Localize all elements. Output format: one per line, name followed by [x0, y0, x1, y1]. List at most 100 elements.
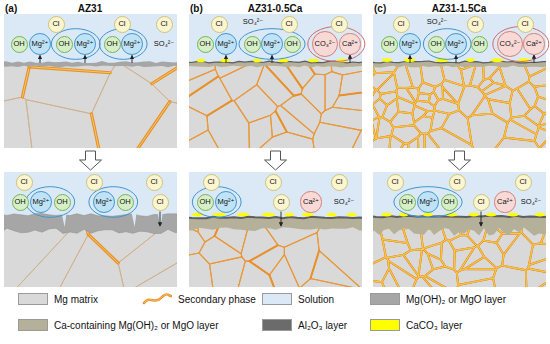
grain-boundary	[4, 228, 84, 287]
ion-label: Mg²⁺	[218, 40, 235, 48]
ion-circle: Cl	[265, 174, 282, 191]
solution	[373, 14, 546, 148]
ion-circle: Cl	[331, 16, 348, 33]
legend-text: Mg matrix	[54, 294, 98, 305]
secondary-phase-core	[382, 269, 407, 287]
ion-label: Mg²⁺	[420, 198, 437, 206]
dissolution-arrow	[410, 55, 411, 63]
ion-label: Cl	[335, 178, 342, 186]
legend-text: Ca-containing Mg(OH)₂ or MgO layer	[54, 320, 219, 331]
grain-boundary	[269, 255, 299, 287]
ion-circle: Cl	[517, 16, 534, 33]
ion-circle: Mg²⁺	[29, 33, 51, 55]
ion-circle: Mg²⁺	[30, 191, 52, 213]
grain-boundary	[535, 97, 546, 114]
secondary-phase-core	[414, 116, 432, 134]
grain-boundary	[264, 64, 302, 96]
grain-boundary	[189, 253, 217, 287]
dissolution-arrow	[350, 55, 351, 63]
dissolution-arrow	[534, 55, 535, 63]
caco3-deposit	[535, 213, 546, 217]
secondary-phase-core	[391, 125, 420, 143]
grain-boundary	[510, 116, 539, 134]
secondary-phase-core	[535, 97, 546, 114]
ion-label: Cl	[335, 20, 342, 28]
panel-letter: (c)	[374, 3, 386, 14]
legend-swatch	[262, 319, 292, 331]
secondary-phase	[310, 251, 319, 279]
secondary-phase-core	[529, 243, 546, 265]
ion-circle: OH	[11, 36, 28, 53]
grain-boundary	[189, 226, 205, 261]
caco3-deposit	[197, 59, 205, 63]
ion-label: OH	[199, 198, 210, 206]
grain-boundary	[424, 134, 462, 148]
secondary-phase-core	[497, 233, 520, 254]
secondary-phase-core	[472, 96, 493, 115]
secondary-phase-core	[441, 240, 455, 270]
secondary-phase	[22, 67, 29, 97]
secondary-phase-core	[479, 137, 546, 148]
dissolution-arrow	[272, 55, 273, 63]
grain-boundary	[241, 226, 278, 261]
legend-item: Al₂O₃ layer	[262, 319, 347, 331]
grain-boundary	[441, 240, 455, 270]
ion-circle: Cl	[281, 16, 298, 33]
secondary-phase-core	[441, 80, 464, 104]
secondary-phase-core	[454, 247, 474, 272]
legend-text: Mg(OH)₂ or MgO layer	[406, 294, 506, 305]
grain-boundary	[396, 88, 415, 104]
secondary-phase	[91, 114, 105, 148]
ion-label: Cl	[453, 178, 460, 186]
ion-label: Ca²⁺	[303, 198, 319, 206]
ion-label: Cl	[150, 178, 157, 186]
secondary-phase-core	[390, 112, 414, 128]
secondary-phase-core	[468, 114, 508, 148]
ion-label: OH	[58, 40, 69, 48]
al2o3-layer	[373, 216, 546, 217]
secondary-phase	[339, 88, 362, 95]
layer-crack	[131, 210, 137, 227]
ion-circle: Cl	[211, 16, 228, 33]
secondary-phase-core	[540, 129, 546, 148]
solution	[189, 14, 362, 148]
secondary-phase-core	[434, 64, 464, 86]
secondary-phase-core	[91, 114, 105, 148]
secondary-phase-core	[152, 64, 177, 84]
ion-circle: Mg²⁺	[445, 33, 467, 55]
ion-circle: Mg²⁺	[261, 33, 283, 55]
secondary-phase-core	[118, 102, 170, 148]
grain-boundary	[210, 257, 246, 287]
ion-label: Cl	[90, 178, 97, 186]
ion-label: Ca²⁺	[526, 40, 542, 48]
secondary-phase-core	[373, 99, 387, 118]
secondary-phase-core	[144, 294, 171, 303]
ion-circle: OH	[399, 194, 416, 211]
ion-label: Cl	[285, 20, 292, 28]
caco3-deposit	[491, 58, 504, 62]
legend-item: Solution	[262, 293, 334, 305]
ion-circle: Ca²⁺	[300, 191, 321, 212]
ion-circle: Cl	[393, 16, 410, 33]
ion-label: Cl	[156, 198, 163, 206]
secondary-phase-core	[88, 234, 118, 263]
ion-label: Cl	[215, 20, 222, 28]
secondary-phase-core	[22, 67, 29, 97]
grain-boundary	[414, 101, 434, 111]
dissolution-arrow	[226, 55, 227, 63]
ion-circle: Cl	[473, 194, 490, 211]
secondary-phase-core	[403, 64, 423, 89]
ion-label: CO₃²⁻	[500, 40, 521, 48]
caco3-deposit	[262, 213, 275, 217]
secondary-phase-core	[425, 267, 458, 287]
legend-text: Secondary phase	[178, 294, 256, 305]
ion-label: OH	[430, 40, 441, 48]
secondary-phase	[269, 64, 302, 89]
ion-label: Mg²⁺	[448, 40, 465, 48]
grain-boundary	[249, 245, 284, 275]
legend-item: Mg matrix	[18, 293, 98, 305]
secondary-phase-core	[377, 73, 397, 94]
ion-label: Cl	[391, 178, 398, 186]
ion-label: OH	[473, 40, 484, 48]
